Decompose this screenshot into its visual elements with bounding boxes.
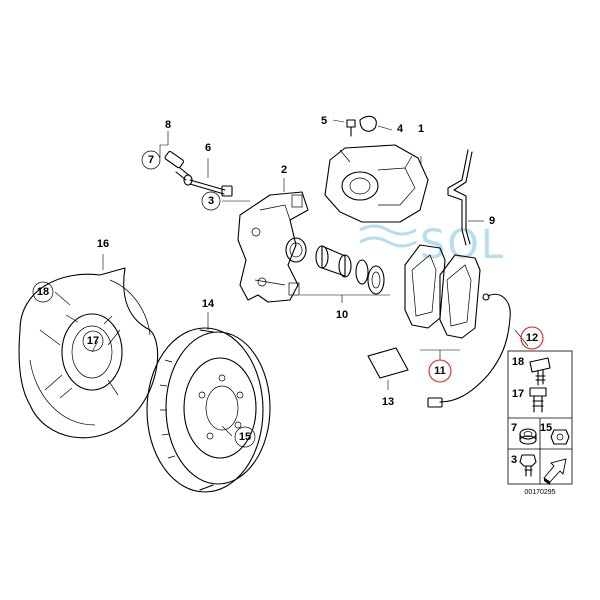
sleeve-7-icon <box>519 428 537 445</box>
callout-6: 6 <box>205 142 211 154</box>
callout-circle-3 <box>201 191 221 211</box>
legend-label-17: 17 <box>512 388 524 400</box>
bolt-17-icon <box>529 387 547 413</box>
leader-lines <box>54 119 529 437</box>
grease-sachet <box>367 347 409 379</box>
callout-9: 9 <box>489 215 495 227</box>
piston-kit <box>285 237 385 295</box>
legend-label-7: 7 <box>511 422 517 434</box>
callout-2: 2 <box>281 164 287 176</box>
caliper-bolt <box>189 179 233 197</box>
callout-17: 17 <box>87 335 99 347</box>
callout-circle-17 <box>82 330 104 352</box>
bolt-15-icon <box>550 429 570 445</box>
brake-pads <box>404 244 481 339</box>
legend-label-15: 15 <box>540 422 552 434</box>
guide-bolt <box>164 150 193 186</box>
callout-circle-12 <box>520 326 544 350</box>
screw-3-icon <box>519 454 537 477</box>
callout-18: 18 <box>37 286 49 298</box>
anti-rattle-spring <box>447 149 473 246</box>
direction-arrow-icon <box>543 458 567 485</box>
callout-circle-15 <box>234 426 256 448</box>
reference-code: 00170295 <box>524 489 555 496</box>
callout-labels: 8 7 6 3 2 5 4 1 9 10 11 12 13 14 15 16 1… <box>32 115 544 448</box>
callout-15: 15 <box>239 431 251 443</box>
callout-3: 3 <box>208 195 214 207</box>
callout-16: 16 <box>97 238 109 250</box>
bleed-screw <box>346 115 377 137</box>
brake-caliper <box>324 144 429 223</box>
legend-label-3: 3 <box>511 454 517 466</box>
wear-sensor <box>427 293 511 408</box>
callout-1: 1 <box>418 123 424 135</box>
backing-plate <box>18 267 159 439</box>
callout-10: 10 <box>336 309 348 321</box>
callout-circle-11 <box>428 359 452 383</box>
callout-14: 14 <box>202 298 215 310</box>
callout-circle-7 <box>141 150 161 170</box>
brake-disc <box>146 327 271 493</box>
callout-4: 4 <box>397 123 404 135</box>
hardware-legend-box: 18 17 7 15 3 <box>507 350 573 485</box>
callout-8: 8 <box>165 119 171 131</box>
caliper-carrier <box>237 191 309 303</box>
callout-5: 5 <box>321 115 327 127</box>
screw-18-icon <box>529 357 551 386</box>
callout-11: 11 <box>434 365 446 377</box>
callout-7: 7 <box>148 154 154 166</box>
callout-circle-18 <box>32 281 54 303</box>
callout-12: 12 <box>526 332 538 344</box>
callout-13: 13 <box>382 396 394 408</box>
legend-label-18: 18 <box>512 356 524 368</box>
